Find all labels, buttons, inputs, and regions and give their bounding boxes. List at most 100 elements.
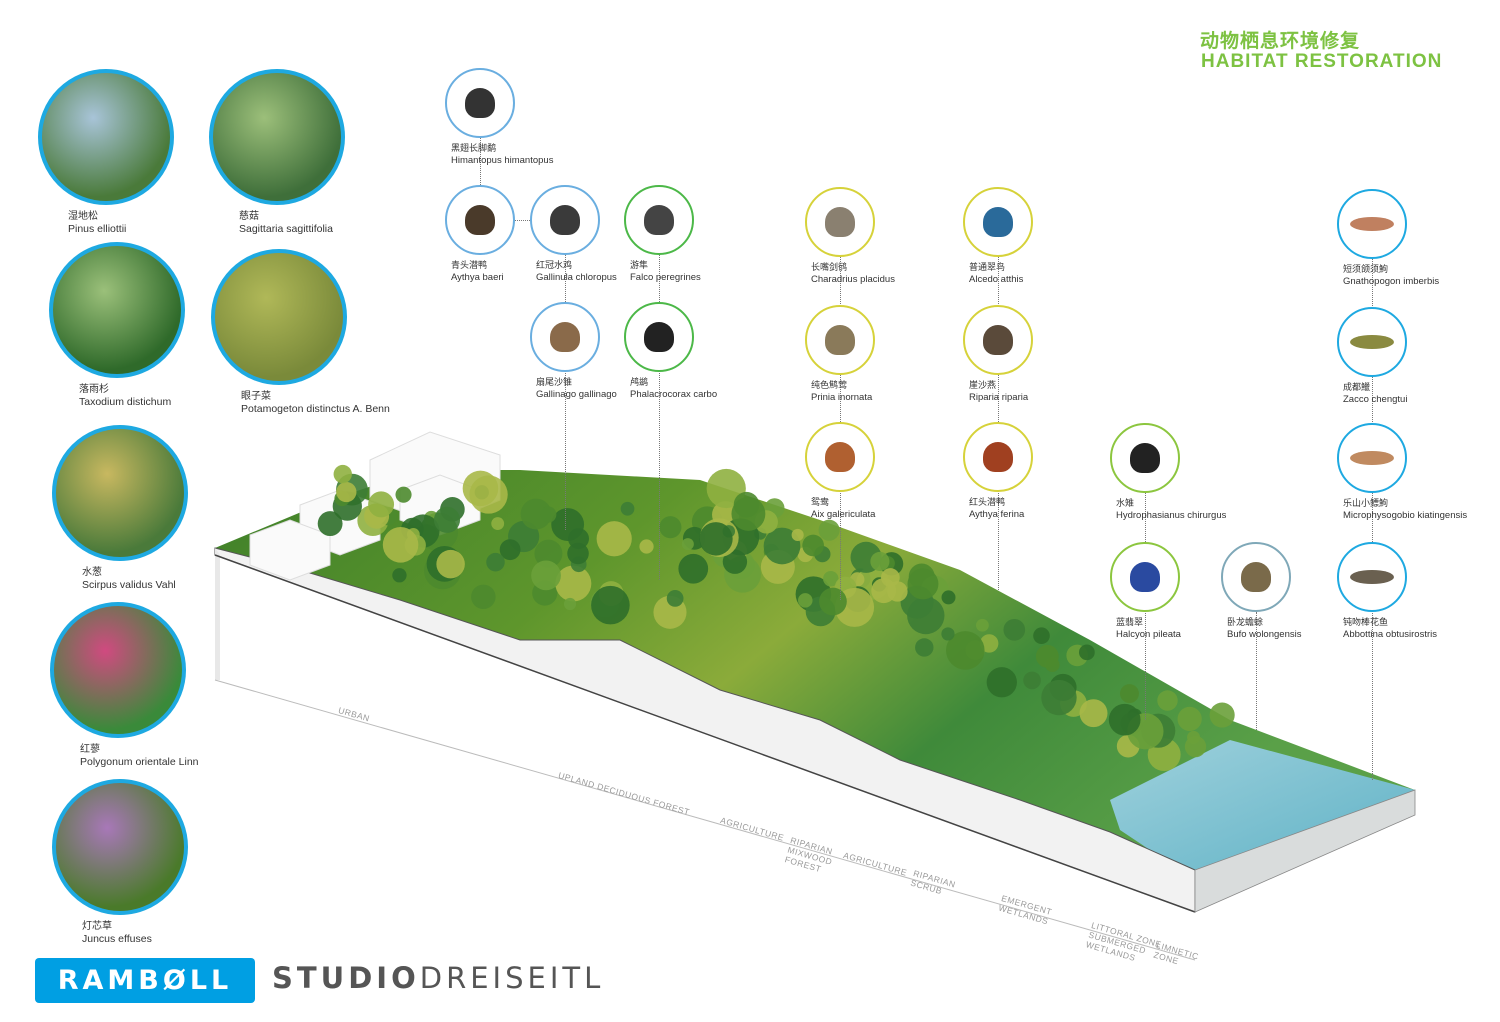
tree xyxy=(1209,702,1235,728)
tree xyxy=(1003,618,1026,641)
connector-line xyxy=(565,255,566,530)
species-name-cn: 红冠水鸡 xyxy=(536,261,573,271)
tree xyxy=(333,464,352,484)
species-name-cn: 扇尾沙锥 xyxy=(536,378,573,388)
species-name-latin: Abbottina obtusirostris xyxy=(1343,629,1437,640)
species-icon xyxy=(530,185,600,255)
animal-silhouette xyxy=(983,207,1013,237)
plant-name-latin: Juncus effuses xyxy=(82,933,152,945)
tree xyxy=(1157,690,1178,711)
tree xyxy=(392,568,407,583)
plant-photo xyxy=(50,602,186,738)
tree xyxy=(722,549,748,574)
terrain-surface xyxy=(215,470,1415,870)
species-icon xyxy=(445,68,515,138)
species-icon xyxy=(1337,307,1407,377)
tree xyxy=(659,516,682,539)
connector-line xyxy=(1372,259,1373,780)
plant-name-latin: Polygonum orientale Linn xyxy=(80,756,199,768)
species-name-latin: Alcedo atthis xyxy=(969,274,1024,285)
tree xyxy=(462,470,499,507)
species-name-latin: Gnathopogon imberbis xyxy=(1343,276,1440,287)
tree xyxy=(1023,671,1041,690)
plant-photo xyxy=(52,779,188,915)
tree xyxy=(946,631,985,670)
tree xyxy=(486,552,505,572)
species-name-cn: 游隼 xyxy=(630,261,649,271)
tree xyxy=(1120,684,1139,704)
tree xyxy=(531,560,561,591)
species-icon xyxy=(1110,423,1180,493)
species-icon xyxy=(963,422,1033,492)
tree xyxy=(563,597,577,611)
plant-photo xyxy=(209,69,345,205)
species-name-cn: 鸳鸯 xyxy=(811,498,830,508)
tree xyxy=(567,542,589,565)
species-name-latin: Phalacrocorax carbo xyxy=(630,389,718,400)
species-name-latin: Riparia riparia xyxy=(969,392,1029,403)
species-name-latin: Prinia inornata xyxy=(811,392,873,403)
section-left-face xyxy=(215,548,220,680)
animal-silhouette xyxy=(1241,562,1271,592)
plant-photo xyxy=(52,425,188,561)
tree xyxy=(336,481,357,503)
species-name-cn: 蓝翡翠 xyxy=(1116,618,1144,628)
vegetation xyxy=(317,464,1235,772)
tree xyxy=(666,590,684,607)
plant-name-latin: Taxodium distichum xyxy=(79,396,172,408)
connector-line xyxy=(515,220,530,221)
species-icon xyxy=(1337,189,1407,259)
tree xyxy=(1177,706,1202,732)
species-name-cn: 成都鱲 xyxy=(1343,383,1371,393)
species-name-cn: 水雉 xyxy=(1116,499,1135,509)
animal-silhouette xyxy=(1350,217,1394,231)
species-name-cn: 纯色鹪莺 xyxy=(811,381,848,391)
species-name-cn: 长嘴剑鸻 xyxy=(811,263,848,273)
tree xyxy=(1033,627,1050,645)
plant-name-cn: 慈菇 xyxy=(239,211,259,222)
tree xyxy=(1079,699,1108,728)
species-icon xyxy=(963,187,1033,257)
animal-silhouette xyxy=(983,325,1013,355)
plant-name-cn: 落雨杉 xyxy=(79,384,109,395)
animal-silhouette xyxy=(1130,562,1160,592)
species-name-cn: 红头潜鸭 xyxy=(969,498,1006,508)
tree xyxy=(818,519,840,541)
tree xyxy=(382,527,419,563)
animal-silhouette xyxy=(1130,443,1160,473)
tree xyxy=(975,618,989,632)
species-name-latin: Charadrius placidus xyxy=(811,274,895,285)
plant-name-cn: 红蓼 xyxy=(80,744,100,755)
tree xyxy=(1035,644,1059,668)
species-name-latin: Hydrophasianus chirurgus xyxy=(1116,510,1227,521)
animal-silhouette xyxy=(550,322,580,352)
tree xyxy=(395,486,412,503)
tree xyxy=(791,528,804,542)
species-icon xyxy=(805,305,875,375)
species-name-cn: 短须颌须鮈 xyxy=(1343,265,1389,275)
tree xyxy=(555,565,592,602)
species-name-cn: 卧龙蟾蜍 xyxy=(1227,618,1264,628)
tree xyxy=(1041,679,1077,716)
tree xyxy=(368,491,395,518)
species-name-latin: Aythya baeri xyxy=(451,272,504,283)
tree xyxy=(880,568,900,587)
plant-name-latin: Sagittaria sagittifolia xyxy=(239,223,333,235)
connector-line xyxy=(1256,612,1257,730)
